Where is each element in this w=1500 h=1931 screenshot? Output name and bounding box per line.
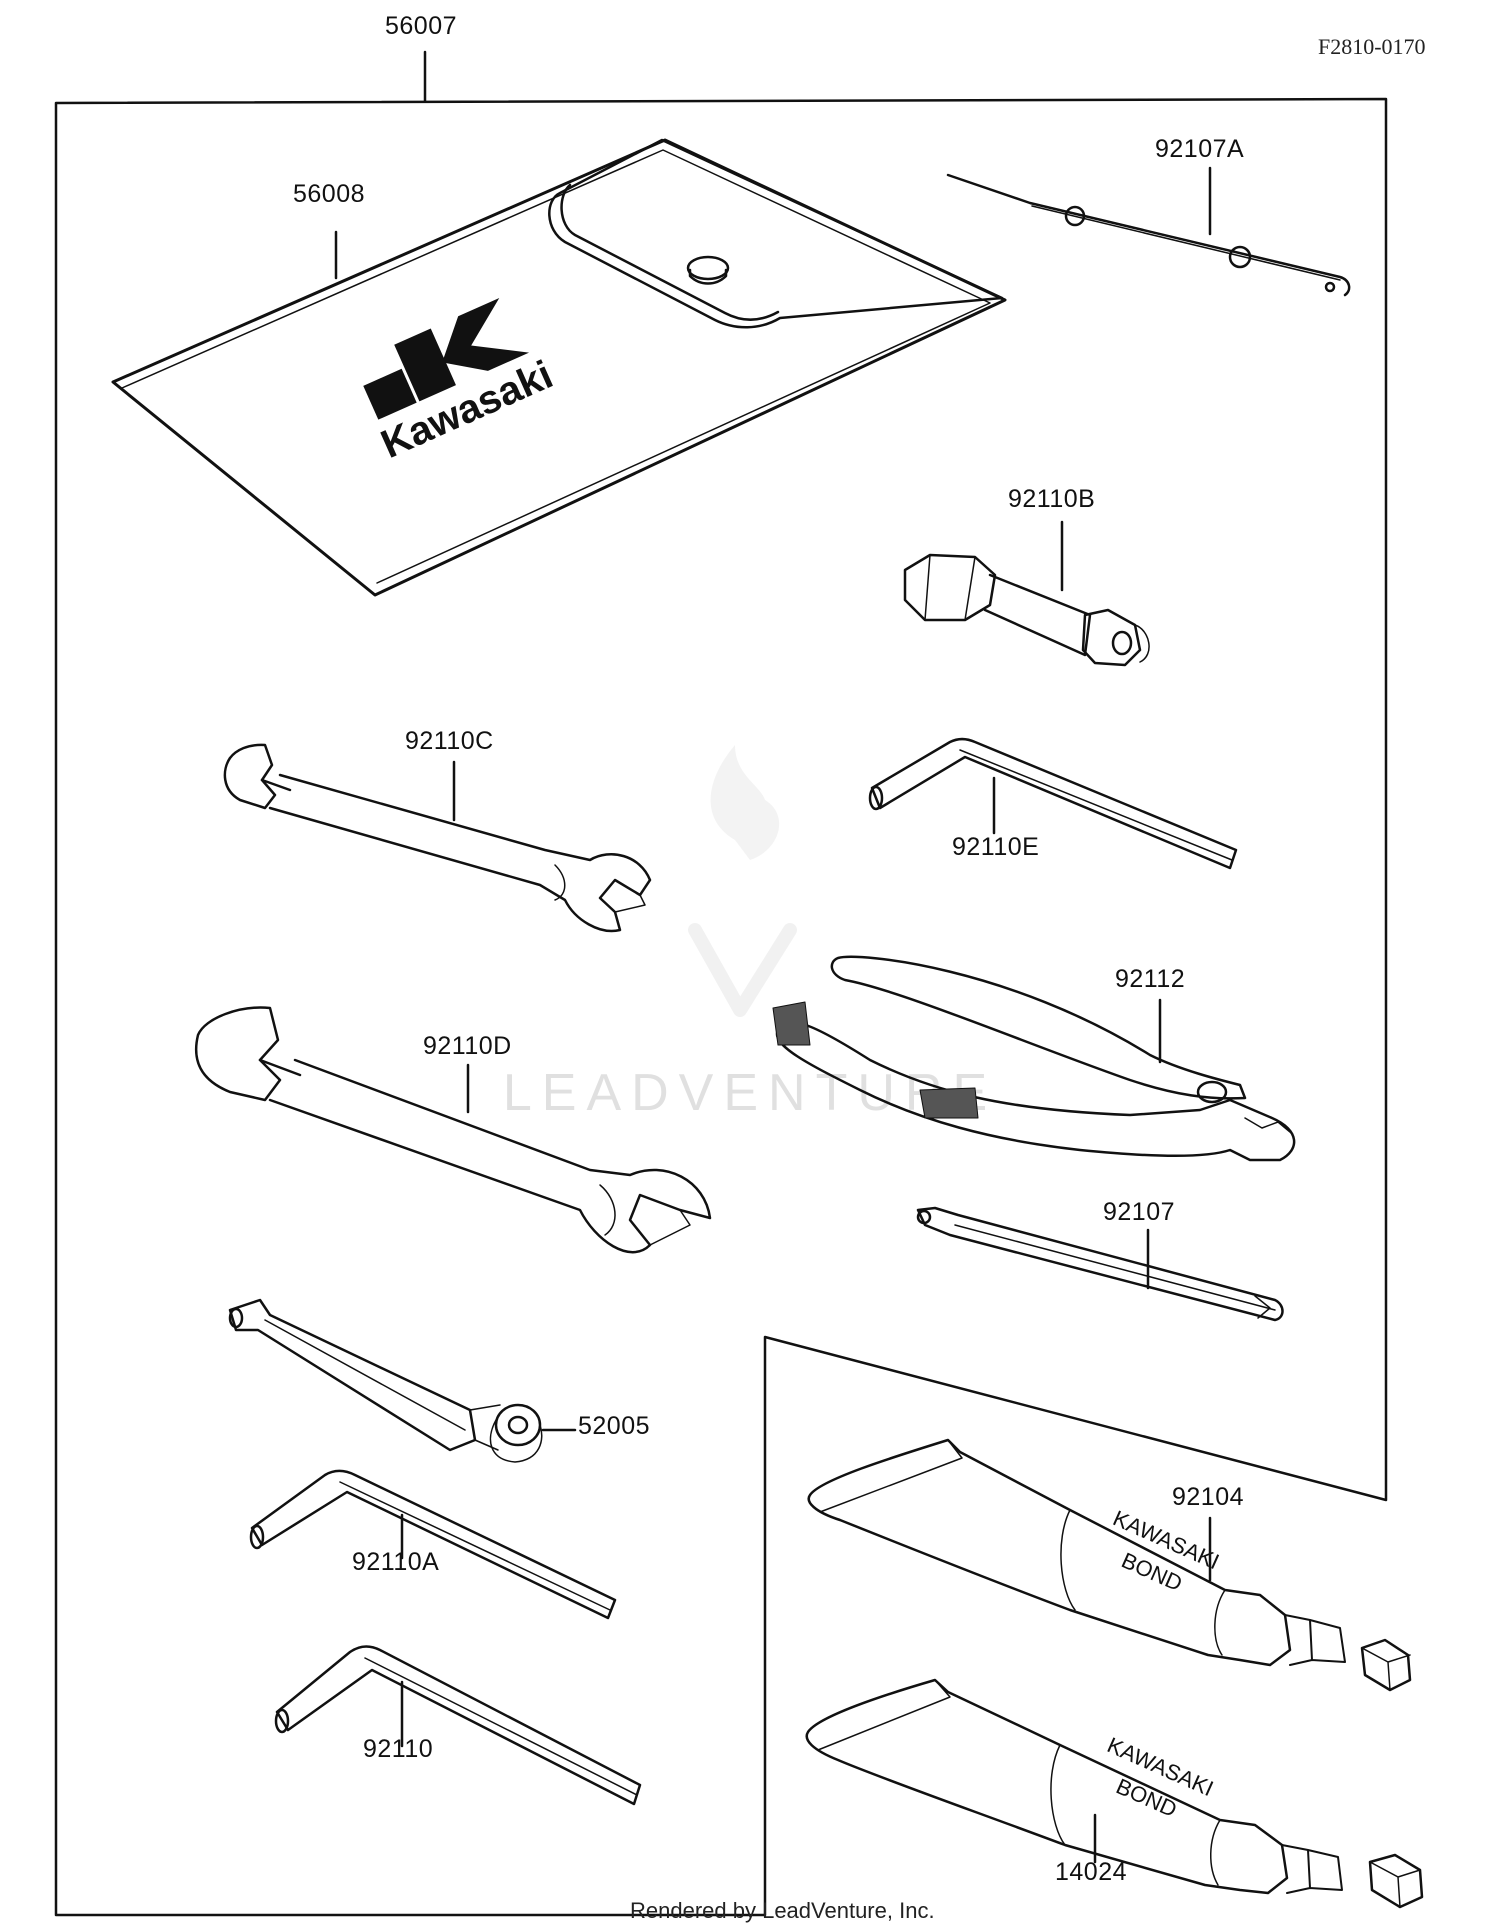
label-14024: 14024 [1055,1858,1128,1886]
watermark-text: LEADVENTURE [503,1064,997,1122]
label-92110a: 92110A [352,1548,440,1576]
label-52005: 52005 [578,1412,651,1440]
label-92110: 92110 [363,1735,434,1763]
bond-tube-92104: KAWASAKI BOND [807,1438,1412,1692]
label-92112: 92112 [1115,965,1186,993]
allen-key-92110a [249,1469,617,1620]
label-56008: 56008 [293,180,366,208]
footer-credit: Rendered by LeadVenture, Inc. [630,1898,935,1923]
svg-text:Kawasaki: Kawasaki [375,353,559,467]
label-92110b: 92110B [1008,485,1096,513]
label-56007: 56007 [385,12,458,40]
screwdriver-92107 [916,1206,1284,1322]
kit-outline [54,97,1388,1917]
screwdriver-92107a [946,166,1351,297]
pliers-92112 [772,955,1296,1162]
label-92110d: 92110D [423,1032,512,1060]
watermark-logo [688,745,797,1017]
diagram-code: F2810-0170 [1318,34,1426,59]
label-92107a: 92107A [1155,135,1245,163]
label-92110c: 92110C [405,727,494,755]
label-92110e: 92110E [952,833,1040,861]
plug-wrench-92110b [903,520,1150,667]
allen-key-92110e [868,737,1238,870]
label-92107: 92107 [1103,1198,1176,1226]
wrench-92110c [223,743,652,933]
allen-key-92110 [274,1645,642,1806]
tool-pouch: Kawasaki [111,138,1007,597]
kawasaki-logo: Kawasaki [363,297,559,467]
wrench-92110d [194,1006,712,1254]
label-92104: 92104 [1172,1483,1245,1511]
box-wrench-52005 [228,1298,577,1463]
